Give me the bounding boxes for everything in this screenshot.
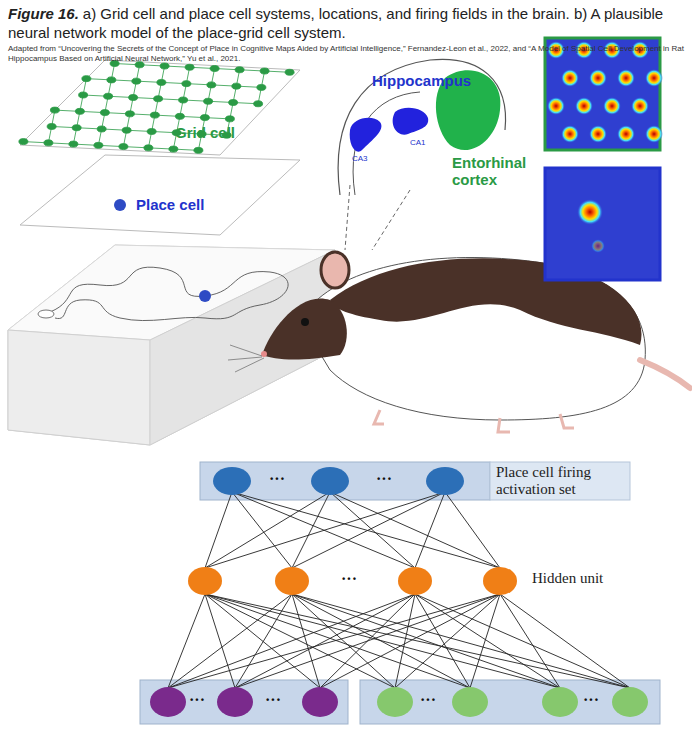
- ellipsis: ···: [265, 691, 281, 709]
- region-label: CA1: [410, 138, 426, 147]
- hippocampus-label: Hippocampus: [372, 72, 471, 89]
- layer-label: Place cell firing activation set: [496, 464, 624, 498]
- network-units: [150, 467, 648, 717]
- region-label: CA3: [352, 154, 368, 163]
- caption-text: a) Grid cell and place cell systems, loc…: [8, 5, 663, 41]
- entorhinal-label: Entorhinal cortex: [452, 154, 537, 188]
- ellipsis: ···: [189, 691, 205, 709]
- ellipsis: ···: [269, 470, 285, 488]
- figure-caption: Figure 16.a) Grid cell and place cell sy…: [8, 4, 688, 42]
- layer-label-box: Place cell firing activation set: [492, 463, 628, 499]
- credit-note: Adapted from “Uncovering the Secrets of …: [8, 44, 684, 64]
- layer-label: Hidden unit: [532, 570, 603, 587]
- ellipsis: ···: [341, 570, 357, 588]
- ellipsis: ···: [420, 691, 436, 709]
- figure-number: Figure 16.: [8, 5, 79, 22]
- place-cell-label: Place cell: [136, 196, 204, 213]
- grid-lattice: [19, 61, 294, 154]
- ellipsis: ···: [583, 691, 599, 709]
- grid-cell-label: Grid cell: [175, 124, 235, 141]
- network-connections: [168, 492, 630, 688]
- ellipsis: ···: [376, 470, 392, 488]
- grid-firing-map: [547, 41, 663, 143]
